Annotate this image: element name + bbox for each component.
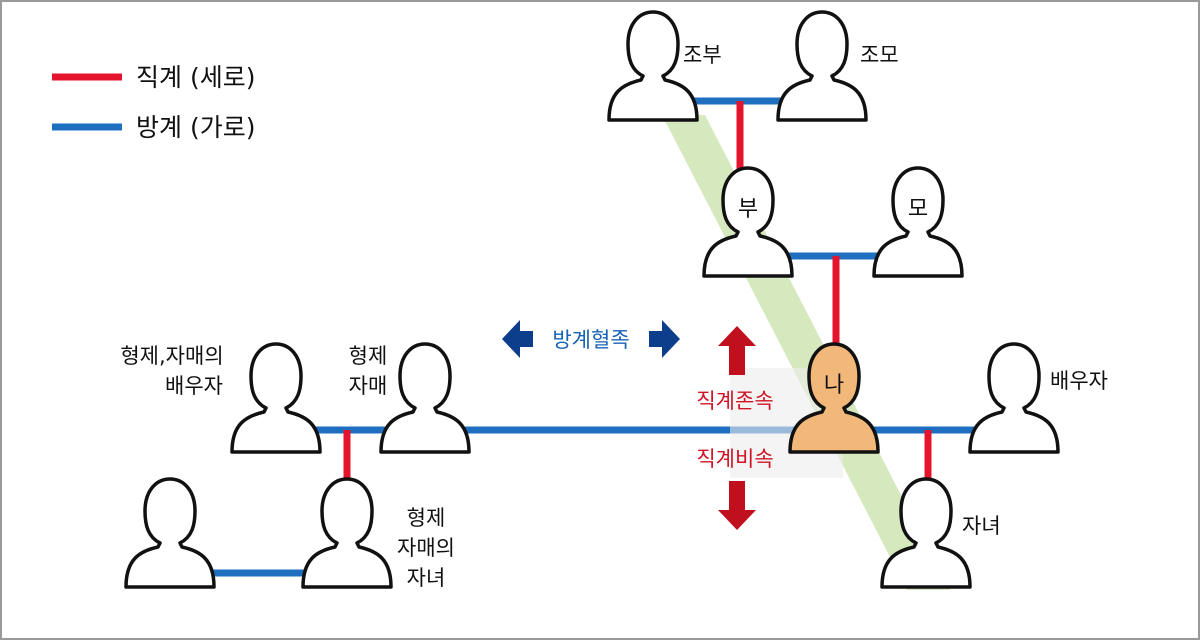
sibling-spouse-label-line1: 형제,자매의 — [120, 344, 223, 368]
child-label: 자녀 — [962, 514, 1001, 538]
grandfather-label: 조부 — [683, 43, 722, 67]
down-arrow-icon — [718, 481, 756, 530]
person-icon — [968, 342, 1060, 454]
person-icon — [230, 342, 322, 454]
person-sibling — [379, 342, 471, 454]
sibling-child-label-line2: 자매의 — [397, 536, 455, 560]
person-spouse — [968, 342, 1060, 454]
person-icon — [872, 166, 964, 278]
sibling-label-line1: 형제 — [349, 344, 388, 368]
person-sibling-child-spouse — [124, 477, 216, 589]
person-icon — [379, 342, 471, 454]
person-mother — [872, 166, 964, 278]
person-sibling-spouse — [230, 342, 322, 454]
grandmother-label: 조모 — [860, 43, 899, 67]
person-icon — [301, 477, 393, 589]
diagonal-band — [662, 115, 950, 590]
legend-collateral-label: 방계 (가로) — [136, 113, 255, 142]
person-icon — [124, 477, 216, 589]
right-arrow-icon — [649, 320, 680, 358]
sibling-child-label-line3: 자녀 — [407, 566, 446, 590]
father-head-label: 부 — [738, 197, 758, 222]
sibling-spouse-label-line2: 배우자 — [165, 374, 223, 398]
person-sibling-child — [301, 477, 393, 589]
mother-head-label: 모 — [908, 197, 928, 222]
collateral-arrow-label: 방계혈족 — [552, 328, 629, 352]
up-arrow-icon — [718, 326, 756, 375]
left-arrow-icon — [502, 320, 533, 358]
sibling-label-line2: 자매 — [349, 374, 388, 398]
direct-ascendants-label: 직계존속 — [696, 389, 773, 413]
person-grandmother — [776, 10, 868, 122]
self-head-label: 나 — [824, 373, 844, 398]
person-icon — [776, 10, 868, 122]
collateral-double-arrow: 방계혈족 — [502, 320, 680, 358]
direct-descendants-label: 직계비속 — [696, 447, 773, 471]
sibling-child-label-line1: 형제 — [407, 506, 446, 530]
spouse-label: 배우자 — [1050, 369, 1108, 393]
direct-vertical-arrows: 직계존속 직계비속 — [696, 326, 774, 530]
legend-direct-label: 직계 (세로) — [136, 63, 255, 92]
